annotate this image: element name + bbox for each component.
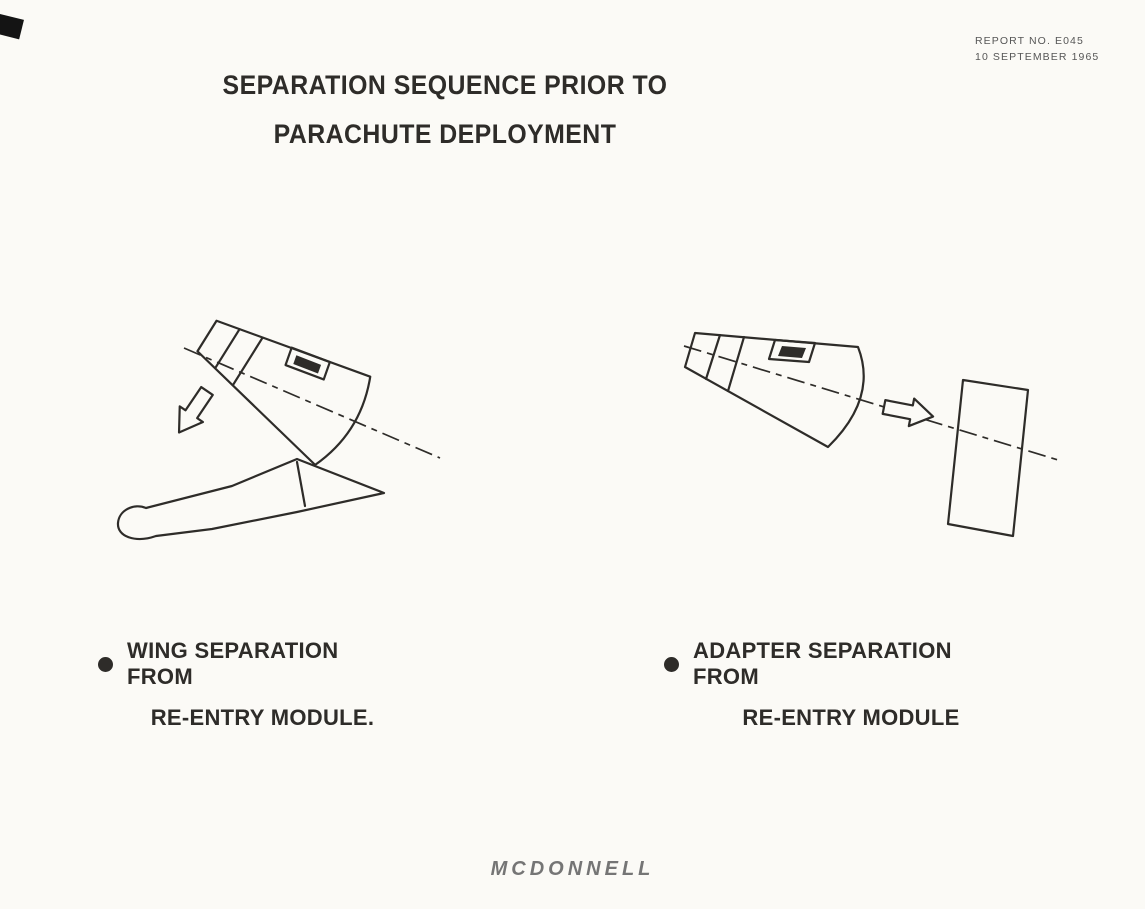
bullet-icon xyxy=(98,656,113,672)
report-meta: REPORT NO. E045 10 SEPTEMBER 1965 xyxy=(975,33,1099,66)
mcdonnell-logo: MCDONNELL xyxy=(490,858,655,880)
bullet-icon xyxy=(664,656,679,672)
centerline-dashed xyxy=(183,347,441,459)
wing-drawing xyxy=(116,457,386,540)
separation-arrow-icon xyxy=(177,385,214,434)
adapter-separation-figure xyxy=(676,310,1066,555)
wing-separation-figure xyxy=(92,296,442,546)
caption-line1: WING SEPARATION FROM xyxy=(127,638,339,689)
adapter-drawing xyxy=(946,378,1030,538)
adapter-separation-drawing xyxy=(683,331,1059,538)
window-glass xyxy=(778,346,806,358)
wing-separation-drawing xyxy=(116,319,441,540)
adapter-separation-caption: ADAPTER SEPARATION FROM RE-ENTRY MODULE xyxy=(664,638,1009,731)
report-number: REPORT NO. E045 xyxy=(975,35,1084,47)
separation-arrow-icon xyxy=(881,397,935,428)
wing-separation-caption: WING SEPARATION FROM RE-ENTRY MODULE. xyxy=(98,638,398,731)
window-outline xyxy=(767,338,817,364)
window-glass xyxy=(293,355,322,374)
window-outline xyxy=(284,346,331,381)
scan-artifact xyxy=(0,12,24,40)
page-title-line1: SEPARATION SEQUENCE PRIOR TO xyxy=(222,70,668,100)
caption-line2: RE-ENTRY MODULE xyxy=(742,705,960,730)
page-title-line2: PARACHUTE DEPLOYMENT xyxy=(273,119,617,149)
reentry-module-drawing xyxy=(683,331,865,449)
caption-line1: ADAPTER SEPARATION FROM xyxy=(693,638,952,689)
report-date: 10 SEPTEMBER 1965 xyxy=(975,51,1100,64)
reentry-module-drawing xyxy=(196,319,372,466)
centerline-dashed xyxy=(683,345,1059,461)
page-title: SEPARATION SEQUENCE PRIOR TO PARACHUTE D… xyxy=(45,72,845,148)
caption-line2: RE-ENTRY MODULE. xyxy=(150,705,375,730)
